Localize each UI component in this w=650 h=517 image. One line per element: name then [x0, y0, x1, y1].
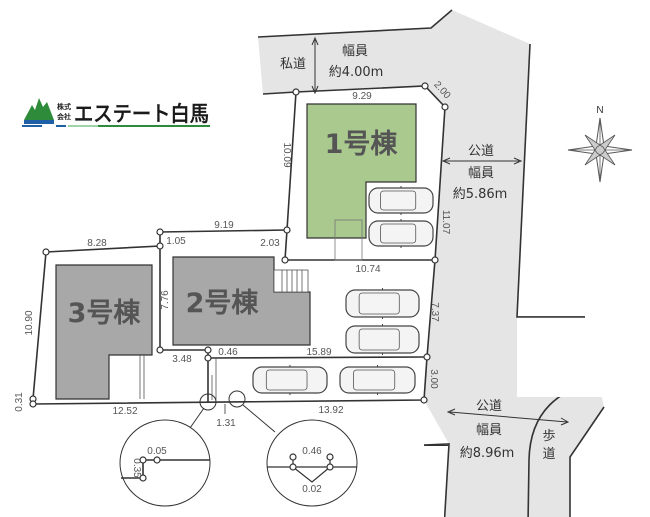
east-road-type: 公道 [468, 144, 494, 159]
car-icon [252, 365, 328, 395]
detail-left-b: 0.35 [131, 458, 142, 478]
building-2-label: 2号棟 [186, 288, 260, 319]
sidewalk-edge [569, 406, 605, 517]
lot-boundary [45, 229, 288, 253]
dim-10-09: 10.09 [281, 142, 292, 167]
stairs [273, 269, 309, 293]
south-road-width: 約8.96m [460, 446, 515, 461]
dim-13-92: 13.92 [318, 405, 343, 416]
building-2 [172, 256, 311, 346]
dim-8-28: 8.28 [87, 238, 107, 249]
dim-0-31: 0.31 [14, 392, 25, 412]
dim-10-90: 10.90 [24, 310, 35, 335]
sidewalk-label-1: 歩 [542, 429, 555, 444]
boundary-point [283, 226, 291, 234]
dim-0-46: 0.46 [218, 347, 238, 358]
south-road-width-label: 幅員 [476, 423, 502, 438]
car-icon [368, 186, 434, 215]
car-icon [368, 219, 434, 248]
boundary-point [292, 88, 300, 96]
company-logo: 株式 会社 エステート白馬 [22, 98, 210, 127]
dim-9-19: 9.19 [214, 220, 234, 231]
boundary-point [421, 82, 429, 90]
width-arrow [446, 408, 570, 426]
company-name: エステート白馬 [74, 102, 209, 126]
detail-right-a: 0.46 [302, 446, 322, 457]
dim-3-00: 3.00 [428, 369, 439, 389]
dim-9-29: 9.29 [352, 91, 372, 102]
dim-7-37: 7.37 [429, 302, 440, 322]
dim-10-74: 10.74 [355, 264, 380, 275]
building-3-label: 3号棟 [68, 298, 142, 329]
boundary-point [423, 353, 431, 361]
boundary-point [431, 256, 439, 264]
dim-1-31: 1.31 [216, 418, 236, 429]
boundary-point [29, 400, 37, 408]
building-1 [306, 103, 417, 239]
east-road-width: 約5.86m [453, 187, 508, 202]
lot-boundary [207, 356, 428, 359]
east-road-width-label: 幅員 [468, 166, 494, 181]
detail-marker [199, 393, 217, 411]
dim-12-52: 12.52 [112, 406, 137, 417]
boundary-point [204, 354, 212, 362]
dim-7-76: 7.76 [160, 290, 171, 310]
lot-boundary [159, 246, 209, 402]
svg-text:会社: 会社 [57, 112, 71, 121]
south-road-type: 公道 [476, 399, 502, 414]
width-arrow [441, 157, 523, 165]
building-1-label: 1号棟 [325, 129, 399, 160]
detail-right-b: 0.02 [302, 484, 322, 495]
boundary-point [281, 256, 289, 264]
dim-15-89: 15.89 [306, 347, 331, 358]
car-icon [339, 365, 416, 395]
north-label: N [596, 105, 603, 116]
detail-left-a: 0.05 [147, 446, 167, 457]
boundary-point [441, 103, 449, 111]
width-arrow [311, 36, 319, 95]
dim-3-48: 3.48 [172, 354, 192, 365]
road-edge [257, 9, 453, 38]
svg-text:株式: 株式 [57, 102, 71, 111]
private-road-width-label: 幅員 [342, 44, 368, 59]
building-3 [55, 264, 153, 400]
private-road-type: 私道 [280, 57, 306, 72]
boundary-point [42, 248, 50, 256]
boundary-point [156, 228, 164, 236]
dim-1-05: 1.05 [166, 236, 186, 247]
road-edge [423, 443, 450, 517]
compass-icon: N [567, 105, 633, 183]
dim-11-07: 11.07 [440, 210, 451, 235]
car-icon [345, 324, 420, 355]
parking-spaces [252, 186, 434, 395]
boundary-point [156, 242, 164, 250]
detail-circle-right [266, 419, 358, 507]
road-edge [262, 91, 297, 95]
boundary-point [156, 346, 164, 354]
sidewalk-label-2: 道 [542, 447, 555, 462]
detail-marker [228, 390, 246, 408]
lot-boundary [32, 251, 436, 405]
dim-2-03: 2.03 [260, 238, 280, 249]
detail-circle-left [119, 419, 211, 507]
boundary-point [420, 396, 428, 404]
car-icon [345, 288, 420, 319]
boundary-point [204, 346, 212, 354]
private-road-width: 約4.00m [329, 65, 384, 80]
entrance [334, 219, 363, 261]
